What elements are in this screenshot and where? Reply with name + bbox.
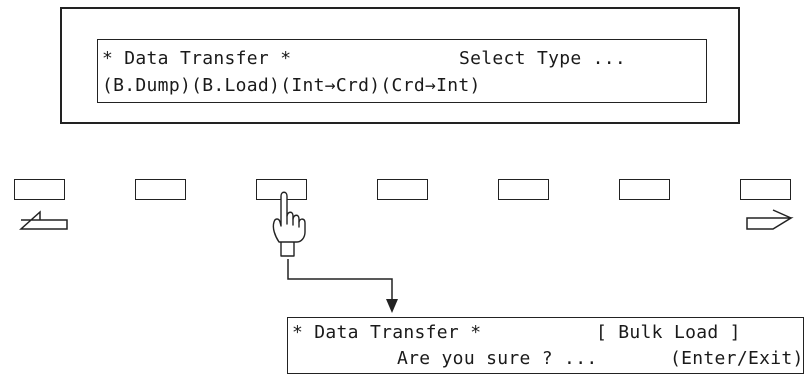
down-arrow-icon (287, 259, 398, 313)
softkey-1[interactable] (14, 179, 65, 200)
lcd-top-menu: (B.Dump)(B.Load)(Int→Crd)(Crd→Int) (102, 75, 481, 96)
arrow-left-icon (19, 210, 68, 230)
lcd-bottom-options: (Enter/Exit) (670, 348, 804, 369)
lcd-top-prompt: Select Type ... (459, 48, 627, 69)
softkey-4[interactable] (377, 179, 428, 200)
lcd-top-title: * Data Transfer * (102, 48, 292, 69)
softkey-7[interactable] (740, 179, 791, 200)
arrow-right-icon (746, 209, 794, 230)
lcd-bottom-title: * Data Transfer * (292, 322, 482, 343)
softkey-6[interactable] (619, 179, 670, 200)
softkey-5[interactable] (498, 179, 549, 200)
pointing-hand-icon (272, 191, 306, 257)
lcd-screen-top: * Data Transfer * Select Type ... (B.Dum… (97, 39, 707, 103)
display-panel-frame (60, 7, 740, 124)
softkey-2[interactable] (135, 179, 186, 200)
lcd-bottom-mode: [ Bulk Load ] (596, 322, 741, 343)
lcd-bottom-question: Are you sure ? ... (397, 348, 598, 369)
lcd-screen-bottom: * Data Transfer * [ Bulk Load ] Are you … (287, 317, 804, 374)
